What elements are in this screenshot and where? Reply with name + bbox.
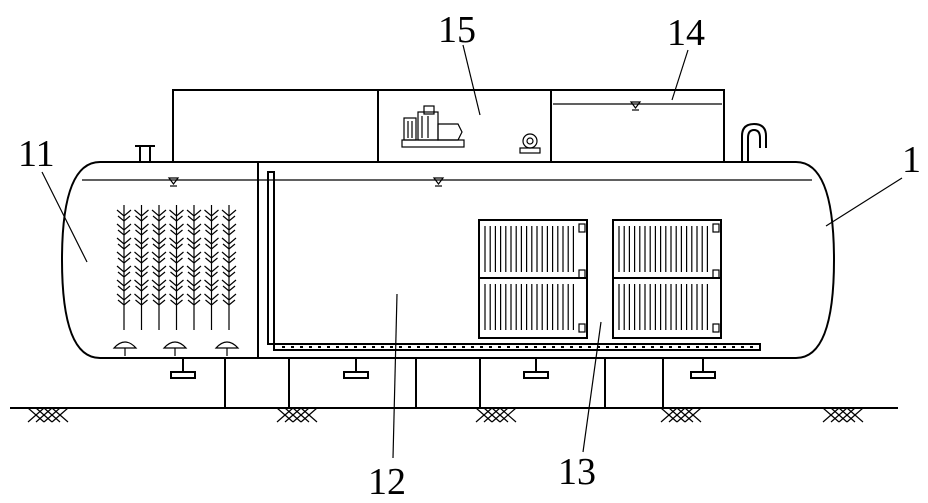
label-12: 12 — [368, 461, 406, 503]
label-15: 15 — [438, 9, 476, 51]
ground-hatch — [27, 407, 864, 423]
leader-line-13 — [582, 321, 602, 453]
label-14: 14 — [667, 12, 705, 54]
bio-media-grid — [116, 205, 237, 330]
leader-line-15 — [462, 44, 481, 116]
diffuser-icon — [214, 341, 240, 356]
membrane-module — [612, 219, 722, 339]
pump-icon — [401, 105, 465, 148]
water-level-icon — [167, 177, 180, 187]
top-box-tank — [550, 89, 725, 163]
leader-line-11 — [41, 171, 88, 263]
water-level-icon — [432, 177, 445, 187]
return-pipe-elbow — [741, 122, 767, 162]
label-13: 13 — [558, 451, 596, 493]
label-1: 1 — [902, 139, 921, 181]
leader-line-1 — [825, 177, 903, 227]
diffuser-icon — [112, 341, 138, 356]
leader-line-12 — [392, 293, 398, 459]
tank-supports — [170, 357, 716, 409]
blower-icon — [519, 133, 541, 154]
vent-pipe — [135, 145, 155, 163]
label-11: 11 — [18, 133, 55, 175]
diffuser-icon — [162, 341, 188, 356]
membrane-module — [478, 219, 588, 339]
water-level-icon — [629, 101, 642, 111]
tank-vessel — [60, 161, 836, 359]
internal-pipe — [267, 171, 761, 351]
top-box-left — [172, 89, 379, 163]
leader-line-14 — [671, 49, 689, 101]
